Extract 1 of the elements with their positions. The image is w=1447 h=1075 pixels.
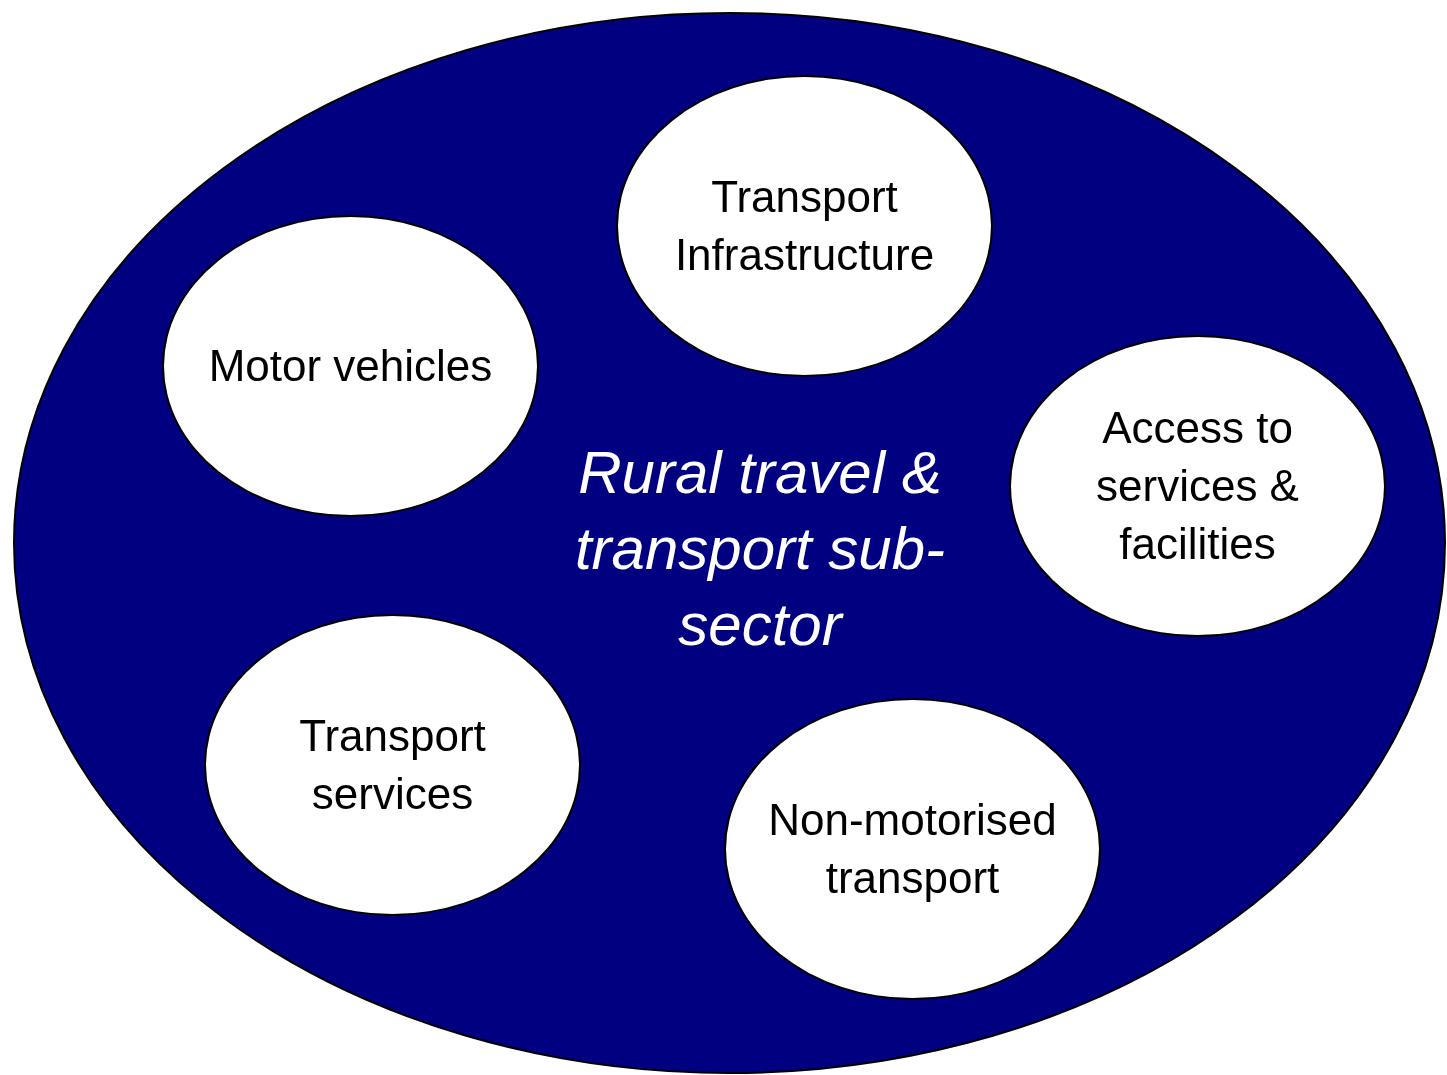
sector-ellipse bbox=[13, 12, 1446, 1074]
